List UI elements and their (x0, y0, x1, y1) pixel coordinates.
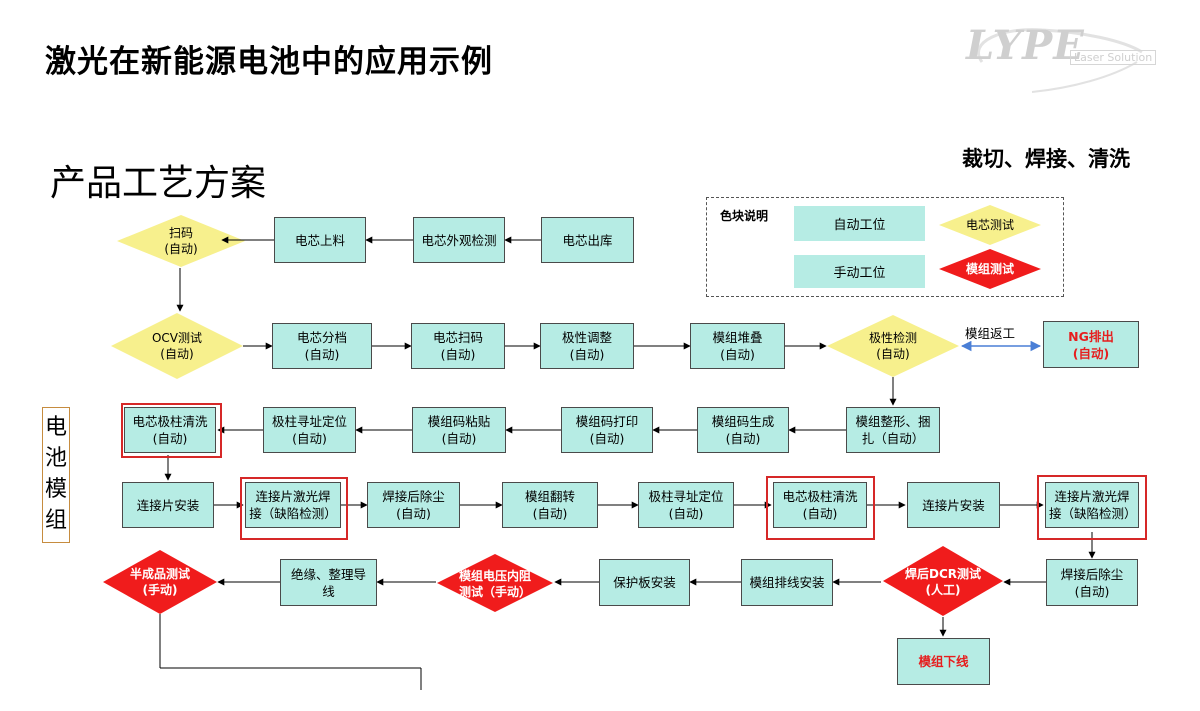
pole-locate-box: 极柱寻址定位 (自动) (638, 482, 734, 528)
legend-module-test-label: 模组测试 (965, 262, 1014, 276)
legend-auto-station: 自动工位 (794, 206, 925, 241)
rework-label: 模组返工 (965, 326, 1016, 341)
legend-title: 色块说明 (720, 209, 769, 223)
stacking-box: 模组堆叠 (自动) (690, 323, 785, 369)
ocv-test-label: OCV测试 (自动) (151, 331, 203, 361)
pole-clean-box: 电芯极柱清洗 (自动) (773, 482, 867, 528)
laser-weld-box: 连接片激光焊 接（缺陷检测） (1045, 482, 1139, 528)
code-paste-box: 模组码粘贴 (自动) (412, 407, 506, 453)
dust-removal-box: 焊接后除尘 (自动) (367, 482, 460, 528)
laser-weld-box: 连接片激光焊 接（缺陷检测） (245, 482, 341, 528)
highlight-frame (240, 477, 348, 540)
ng-out-box: NG排出 (自动) (1043, 321, 1139, 368)
polarity-check-diamond (827, 315, 959, 377)
code-gen-box: 模组码生成 (自动) (697, 407, 789, 453)
cell-scan-box: 电芯扫码 (自动) (411, 323, 505, 369)
logo: LYPE (966, 22, 1085, 69)
process-label: 裁切、焊接、清洗 (962, 147, 1130, 171)
logo-swoosh-icon (977, 28, 1143, 93)
scan-diamond (117, 215, 245, 267)
legend-cell-test-label: 电芯测试 (965, 218, 1014, 232)
pole-clean-box: 电芯极柱清洗 (自动) (124, 407, 216, 453)
cell-out-box: 电芯出库 (541, 217, 634, 263)
board-install-box: 保护板安装 (599, 559, 690, 606)
dust-removal-box: 焊接后除尘 (自动) (1046, 559, 1138, 606)
shaping-box: 模组整形、捆 扎（自动） (846, 407, 940, 453)
offline-box: 模组下线 (897, 638, 990, 685)
legend-manual-station: 手动工位 (794, 255, 925, 288)
flip-box: 模组翻转 (自动) (502, 482, 598, 528)
dcr-test-diamond (883, 546, 1003, 616)
insulation-box: 绝缘、整理导 线 (280, 559, 377, 606)
pole-locate-box: 极柱寻址定位 (自动) (263, 407, 356, 453)
scan-label: 扫码 (自动) (164, 226, 198, 256)
section-label-battery-module: 电 池 模 组 (42, 407, 70, 543)
semi-test-diamond (103, 550, 217, 614)
connector-install-box: 连接片安装 (122, 482, 214, 528)
logo-subtext: Laser Solution (1070, 50, 1157, 65)
highlight-frame (1037, 475, 1147, 540)
highlight-frame (766, 476, 875, 540)
harness-install-box: 模组排线安装 (741, 559, 833, 606)
legend-box (706, 197, 1064, 297)
polarity-adjust-box: 极性调整 (自动) (540, 323, 634, 369)
semi-test-label: 半成品测试 (手动) (129, 567, 190, 597)
cell-inspect-box: 电芯外观检测 (413, 217, 505, 263)
dcr-test-label: 焊后DCR测试 (人工) (904, 567, 981, 597)
connector-install-box: 连接片安装 (907, 482, 1000, 528)
grading-box: 电芯分档 (自动) (272, 323, 372, 369)
highlight-frame (121, 403, 222, 458)
code-print-box: 模组码打印 (自动) (561, 407, 653, 453)
page-subtitle: 产品工艺方案 (50, 163, 267, 204)
cell-load-box: 电芯上料 (274, 217, 366, 263)
ocv-test-diamond (111, 313, 243, 379)
legend-module-test-diamond (939, 249, 1041, 289)
voltage-test-label: 模组电压内阻 测试（手动） (458, 569, 531, 599)
legend-cell-test-diamond (939, 205, 1041, 245)
polarity-check-label: 极性检测 (自动) (868, 331, 917, 361)
voltage-test-diamond (437, 554, 553, 612)
page-title: 激光在新能源电池中的应用示例 (45, 44, 493, 80)
